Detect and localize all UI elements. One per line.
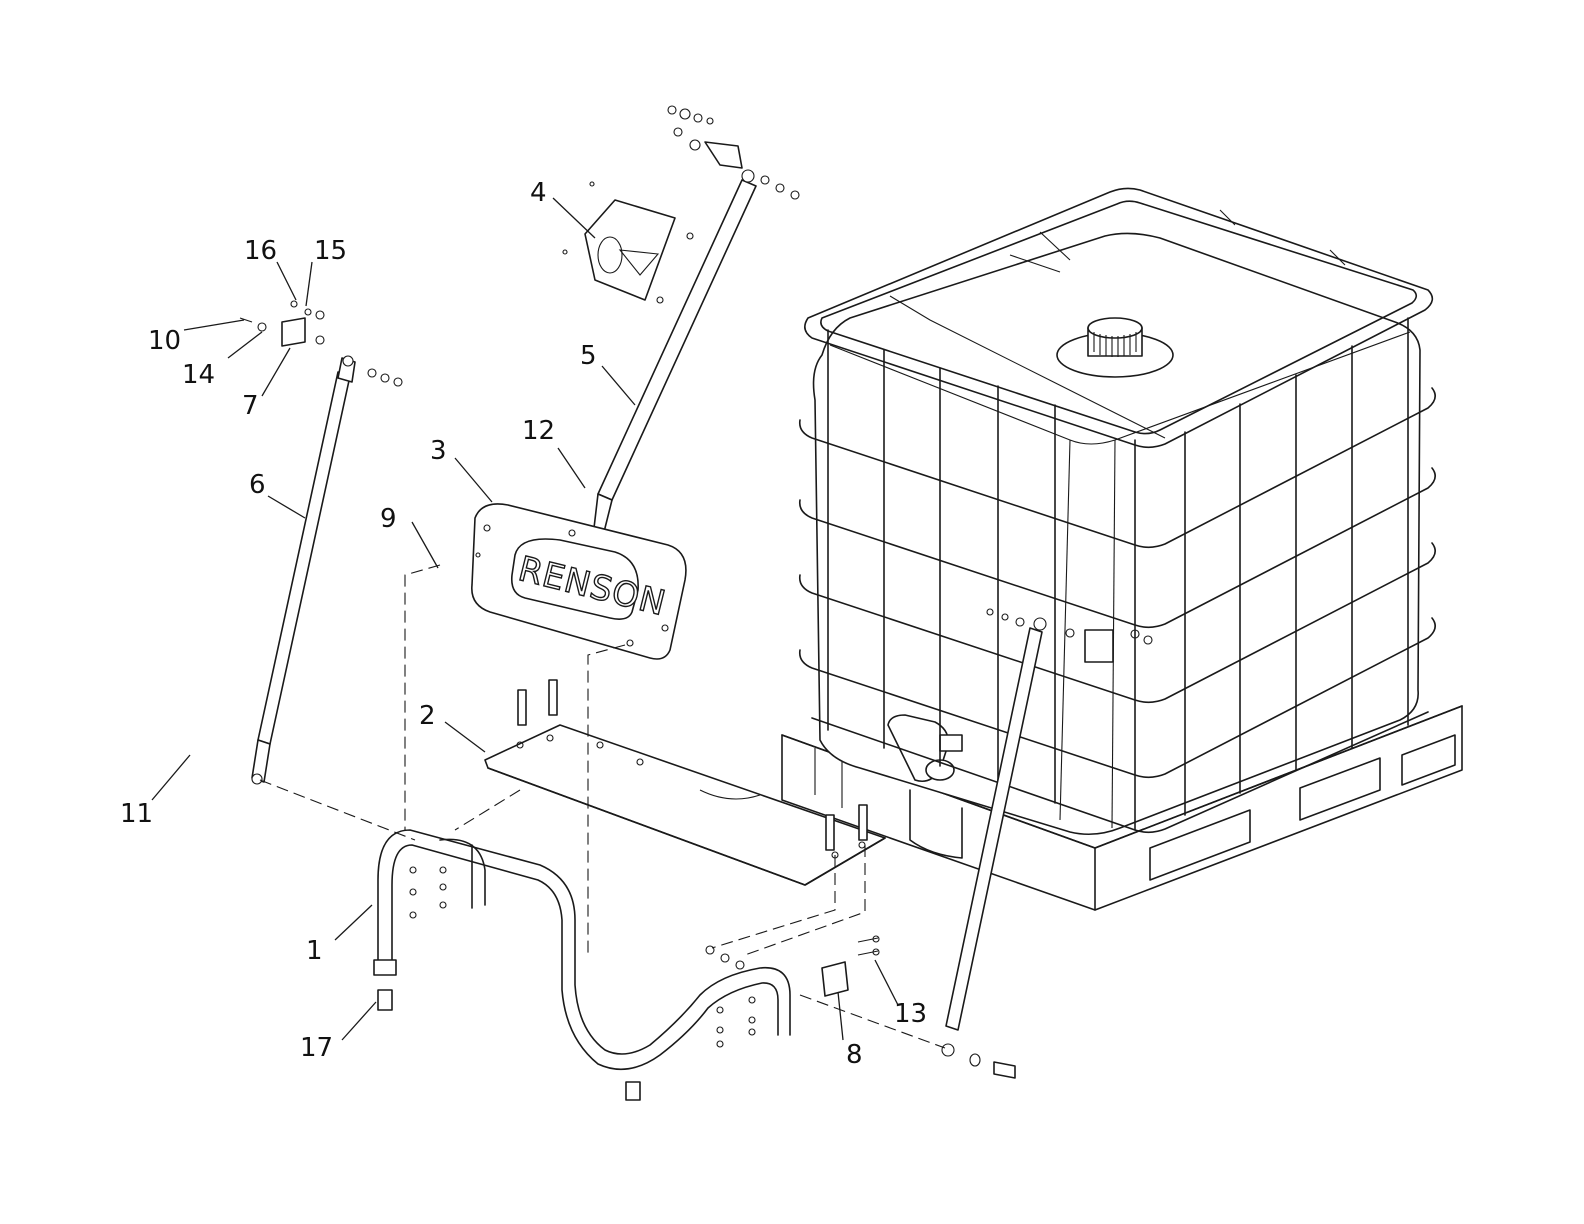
callout-9: 9 [380,504,397,534]
callout-11: 11 [120,799,153,829]
base-plate [484,679,886,886]
tank-side-bracket [986,608,1153,663]
cage-top-frame [804,187,1434,449]
tube-frame [373,829,791,1101]
right-stay-bar [593,169,757,533]
brand-plate: RENSON [471,503,687,660]
callout-1: 1 [306,936,323,966]
lower-bracket [821,935,880,997]
callout-12: 12 [522,416,555,446]
callout-8: 8 [846,1040,863,1070]
callout-14: 14 [182,360,215,390]
callout-4: 4 [530,178,547,208]
callout-labels: 1 2 3 4 5 6 7 8 9 10 11 12 13 14 15 16 1… [120,178,927,1070]
tank-body [812,232,1421,836]
outlet-valve [887,714,963,783]
callout-15: 15 [314,236,347,266]
assembly-lines [259,564,946,1049]
callout-13: 13 [894,999,927,1029]
pallet [781,705,1463,911]
front-stay-bar [941,617,1047,1079]
cage-verticals [827,317,1409,831]
callout-6: 6 [249,470,266,500]
callout-leaders [151,197,899,1041]
callout-5: 5 [580,341,597,371]
callout-3: 3 [430,436,447,466]
callout-17: 17 [300,1033,333,1063]
ibc-tank [781,187,1463,911]
mounting-plate-4 [562,181,694,304]
left-stay-bar [251,355,356,785]
upper-left-bracket [239,300,403,387]
upper-stay-bracket [667,105,800,200]
callout-16: 16 [244,236,277,266]
filler-cap [1056,317,1174,378]
callout-2: 2 [419,701,436,731]
callout-7: 7 [242,391,259,421]
callout-10: 10 [148,326,181,356]
